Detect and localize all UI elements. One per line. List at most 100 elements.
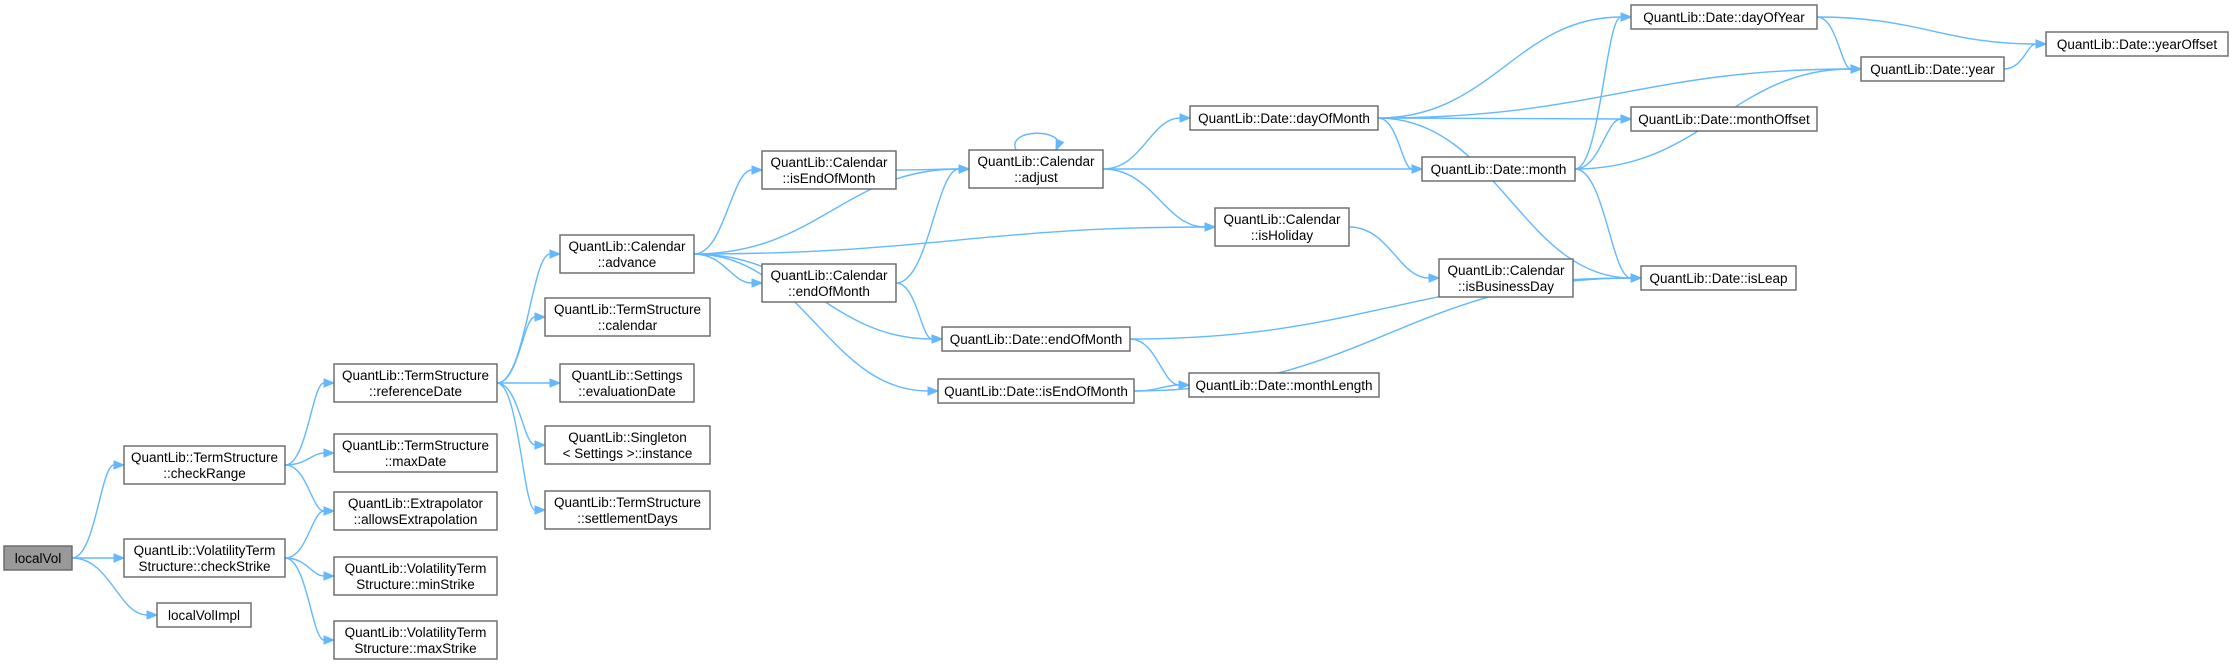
node-isLeap[interactable]: QuantLib::Date::isLeap bbox=[1640, 265, 1797, 291]
node-box bbox=[761, 263, 897, 303]
node-evaluationDate[interactable]: QuantLib::Settings::evaluationDate bbox=[559, 363, 695, 403]
edge-line bbox=[1816, 16, 1852, 70]
node-localVol[interactable]: localVol bbox=[3, 545, 73, 571]
node-box bbox=[123, 445, 286, 485]
edge-month-to-dayOfYear bbox=[1574, 12, 1633, 170]
edge-referenceDate-to-evaluationDate bbox=[497, 378, 562, 388]
node-box bbox=[1421, 156, 1576, 182]
node-maxDate[interactable]: QuantLib::TermStructure::maxDate bbox=[333, 433, 498, 473]
edge-checkRange-to-referenceDate bbox=[284, 378, 336, 466]
node-box bbox=[333, 363, 498, 403]
edge-line bbox=[284, 452, 325, 466]
arrow-head-icon bbox=[323, 378, 336, 388]
arrow-head-icon bbox=[549, 249, 562, 259]
node-checkRange[interactable]: QuantLib::TermStructure::checkRange bbox=[123, 445, 286, 485]
edge-referenceDate-to-settlementDays bbox=[496, 382, 547, 515]
edge-line bbox=[284, 557, 325, 641]
edge-endOfMonthCal-to-adjust bbox=[895, 164, 971, 284]
node-label: QuantLib::Singleton bbox=[568, 430, 687, 445]
node-allowsExtrapolation[interactable]: QuantLib::Extrapolator::allowsExtrapolat… bbox=[333, 491, 498, 531]
edge-line bbox=[693, 253, 753, 284]
node-instance[interactable]: QuantLib::Singleton< Settings >::instanc… bbox=[544, 425, 711, 465]
node-box bbox=[559, 363, 695, 403]
edge-checkRange-to-maxDate bbox=[284, 448, 336, 466]
node-box bbox=[333, 556, 498, 596]
node-label: ::allowsExtrapolation bbox=[354, 512, 478, 527]
node-label: QuantLib::Date::dayOfMonth bbox=[1198, 111, 1370, 126]
node-label: ::isBusinessDay bbox=[1458, 279, 1554, 294]
node-isHoliday[interactable]: QuantLib::Calendar::isHoliday bbox=[1214, 207, 1350, 247]
node-isEndOfMonthDate[interactable]: QuantLib::Date::isEndOfMonth bbox=[937, 378, 1135, 404]
node-adjust[interactable]: QuantLib::Calendar::adjust bbox=[968, 149, 1104, 189]
node-advance[interactable]: QuantLib::Calendar::advance bbox=[559, 234, 695, 274]
edge-isHoliday-to-isBusinessDay bbox=[1348, 226, 1441, 283]
node-box bbox=[1630, 4, 1818, 30]
node-monthLength[interactable]: QuantLib::Date::monthLength bbox=[1188, 372, 1380, 398]
node-isBusinessDay[interactable]: QuantLib::Calendar::isBusinessDay bbox=[1438, 258, 1574, 298]
node-label: ::checkRange bbox=[163, 466, 246, 481]
edge-advance-to-isHoliday bbox=[693, 222, 1217, 255]
arrow-head-icon bbox=[1411, 164, 1424, 174]
edge-line bbox=[1377, 68, 1852, 119]
node-localVolImpl[interactable]: localVolImpl bbox=[156, 602, 252, 628]
arrow-head-icon bbox=[146, 610, 159, 620]
edge-line bbox=[284, 464, 325, 512]
edge-line bbox=[284, 510, 325, 559]
arrow-head-icon bbox=[323, 506, 336, 516]
arrow-head-icon bbox=[1620, 12, 1633, 22]
node-label: < Settings >::instance bbox=[563, 446, 693, 461]
arrow-head-icon bbox=[1204, 222, 1217, 232]
arrow-head-icon bbox=[323, 635, 336, 645]
node-minStrike[interactable]: QuantLib::VolatilityTermStructure::minSt… bbox=[333, 556, 498, 596]
node-label: QuantLib::TermStructure bbox=[342, 438, 489, 453]
node-checkStrike[interactable]: QuantLib::VolatilityTermStructure::check… bbox=[123, 538, 286, 578]
edge-line bbox=[1348, 226, 1430, 279]
node-label: QuantLib::Extrapolator bbox=[348, 496, 484, 511]
edge-line bbox=[71, 557, 148, 616]
edge-line bbox=[496, 382, 536, 511]
edge-line bbox=[895, 282, 933, 340]
node-dayOfYear[interactable]: QuantLib::Date::dayOfYear bbox=[1630, 4, 1818, 30]
node-label: QuantLib::Date::dayOfYear bbox=[1643, 10, 1805, 25]
edge-line bbox=[1574, 16, 1622, 170]
edge-line bbox=[496, 382, 536, 446]
edge-line bbox=[1129, 338, 1180, 386]
node-box bbox=[156, 602, 252, 628]
node-box bbox=[544, 425, 711, 465]
edge-localVol-to-localVolImpl bbox=[71, 557, 159, 620]
node-calendar[interactable]: QuantLib::TermStructure::calendar bbox=[544, 297, 711, 337]
edge-line bbox=[284, 382, 325, 466]
node-label: QuantLib::Date::monthOffset bbox=[1638, 112, 1810, 127]
edge-dayOfMonth-to-dayOfYear bbox=[1377, 12, 1633, 119]
node-endOfMonthDate[interactable]: QuantLib::Date::endOfMonth bbox=[941, 326, 1131, 352]
edge-dayOfMonth-to-month bbox=[1377, 117, 1424, 174]
node-box bbox=[1188, 372, 1380, 398]
arrow-head-icon bbox=[931, 334, 944, 344]
edge-localVol-to-checkStrike bbox=[72, 553, 126, 563]
node-endOfMonthCal[interactable]: QuantLib::Calendar::endOfMonth bbox=[761, 263, 897, 303]
node-maxStrike[interactable]: QuantLib::VolatilityTermStructure::maxSt… bbox=[333, 620, 498, 660]
node-monthOffset[interactable]: QuantLib::Date::monthOffset bbox=[1630, 106, 1818, 132]
node-label: ::adjust bbox=[1014, 170, 1058, 185]
edge-line bbox=[1102, 117, 1181, 170]
edge-dayOfYear-to-year bbox=[1816, 16, 1863, 74]
edge-adjust-to-dayOfMonth bbox=[1102, 113, 1192, 170]
arrow-head-icon bbox=[927, 386, 940, 396]
edge-localVol-to-checkRange bbox=[71, 460, 126, 559]
arrow-head-icon bbox=[534, 440, 547, 450]
node-isEndOfMonthCal[interactable]: QuantLib::Calendar::isEndOfMonth bbox=[761, 150, 897, 190]
arrow-head-icon bbox=[534, 312, 547, 322]
node-yearOffset[interactable]: QuantLib::Date::yearOffset bbox=[2045, 31, 2229, 57]
node-referenceDate[interactable]: QuantLib::TermStructure::referenceDate bbox=[333, 363, 498, 403]
node-month[interactable]: QuantLib::Date::month bbox=[1421, 156, 1576, 182]
edge-line bbox=[895, 168, 960, 171]
node-box bbox=[1438, 258, 1574, 298]
node-year[interactable]: QuantLib::Date::year bbox=[1860, 56, 2005, 82]
edge-line bbox=[693, 168, 960, 255]
node-dayOfMonth[interactable]: QuantLib::Date::dayOfMonth bbox=[1189, 105, 1379, 131]
edge-line bbox=[1816, 16, 2037, 45]
node-settlementDays[interactable]: QuantLib::TermStructure::settlementDays bbox=[544, 490, 711, 530]
node-box bbox=[1189, 105, 1379, 131]
node-label: QuantLib::VolatilityTerm bbox=[345, 561, 487, 576]
